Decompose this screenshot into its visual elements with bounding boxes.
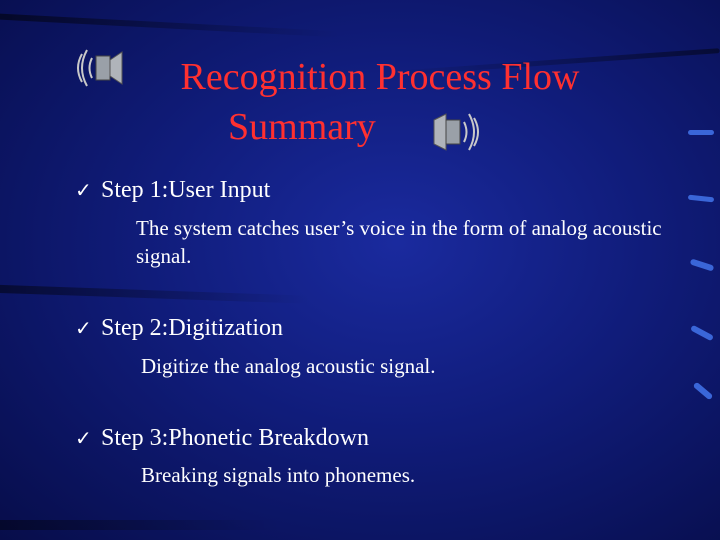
background-streak (0, 12, 340, 38)
background-streak (687, 194, 715, 203)
slide-title-line2: Summary (228, 106, 376, 148)
speaker-sound-icon (77, 49, 123, 87)
background-streak (692, 381, 714, 401)
step-description: The system catches user’s voice in the f… (136, 216, 662, 268)
step-title: ✓ Step 2:Digitization (75, 316, 283, 340)
background-streak (689, 324, 715, 342)
step-title-text: Step 1:User Input (101, 177, 271, 203)
checkmark-icon: ✓ (75, 426, 92, 450)
step-description: Breaking signals into phonemes. (141, 463, 416, 487)
step-description: Digitize the analog acoustic signal. (141, 354, 436, 378)
step-title-text: Step 3:Phonetic Breakdown (101, 425, 369, 451)
speaker-sound-icon (433, 113, 479, 151)
slide-title-line1: Recognition Process Flow (180, 56, 580, 98)
step-title: ✓ Step 1:User Input (75, 178, 270, 202)
background-streak (0, 284, 311, 304)
step-title-text: Step 2:Digitization (101, 315, 283, 341)
background-streak (0, 520, 280, 530)
checkmark-icon: ✓ (75, 316, 92, 340)
checkmark-icon: ✓ (75, 178, 92, 202)
background-streak (688, 130, 714, 135)
background-streak (689, 258, 715, 272)
step-title: ✓ Step 3:Phonetic Breakdown (75, 426, 369, 450)
